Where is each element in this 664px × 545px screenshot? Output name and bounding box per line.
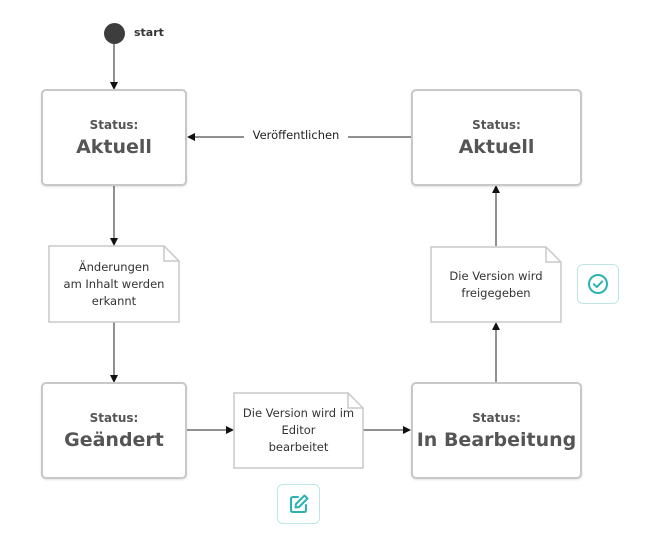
note-line: bearbeitet <box>268 440 329 454</box>
note-changes-detected: Änderungen am Inhalt werden erkannt <box>48 245 180 323</box>
state-geaendert: Status: Geändert <box>41 382 187 479</box>
state-value: Aktuell <box>458 135 535 158</box>
state-label: Status: <box>472 117 521 132</box>
state-value: Geändert <box>64 428 164 451</box>
state-label: Status: <box>89 410 139 425</box>
publish-edge-label: Veröffentlichen <box>244 128 348 142</box>
state-aktuell-left: Status: Aktuell <box>41 89 187 186</box>
note-line: Die Version wird im <box>242 406 355 420</box>
note-released: Die Version wird freigegeben <box>430 246 562 323</box>
note-line: freigegeben <box>461 285 531 300</box>
editing-badge <box>277 484 320 524</box>
note-line: am Inhalt werden <box>63 276 165 291</box>
note-line: Editor <box>281 423 316 437</box>
note-line: Die Version wird <box>449 268 543 283</box>
start-node <box>104 23 125 44</box>
state-aktuell-right: Status: Aktuell <box>411 89 582 186</box>
edit-icon <box>289 494 308 513</box>
state-label: Status: <box>472 410 521 425</box>
note-editing: Die Version wird im Editor bearbeitet <box>233 392 364 469</box>
released-badge <box>577 264 619 304</box>
state-value: Aktuell <box>76 135 152 158</box>
start-label: start <box>134 26 164 39</box>
note-line: Änderungen <box>78 259 150 274</box>
state-value: In Bearbeitung <box>416 428 577 451</box>
state-label: Status: <box>89 117 139 132</box>
check-circle-icon <box>588 274 608 294</box>
note-line: erkannt <box>91 293 137 308</box>
state-in-bearbeitung: Status: In Bearbeitung <box>411 382 582 479</box>
